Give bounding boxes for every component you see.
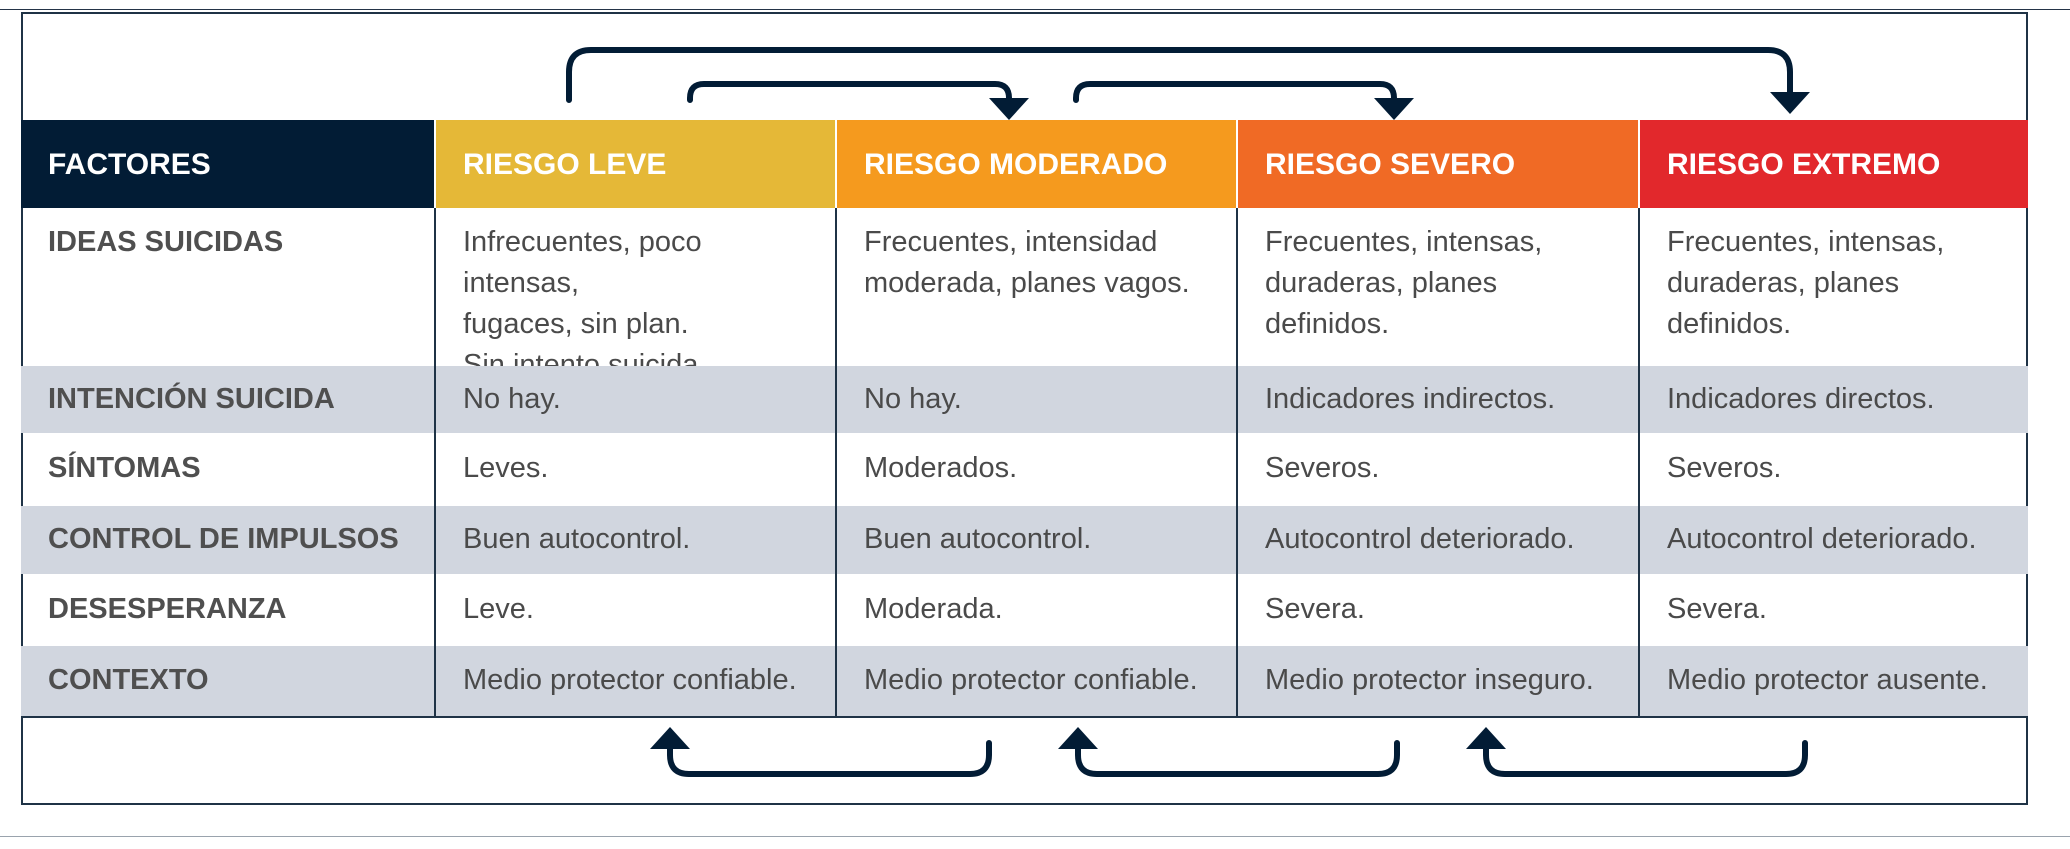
table-cell: Buen autocontrol. — [835, 506, 1236, 574]
table-cell: Severos. — [1638, 433, 2028, 506]
table-cell: Medio protector confiable. — [835, 646, 1236, 716]
row-label: CONTEXTO — [48, 664, 209, 696]
arrow-leve-to-extremo — [566, 47, 1793, 103]
table-cell: Autocontrol deteriorado. — [1236, 506, 1638, 574]
arrowhead-up-icon — [1058, 727, 1098, 749]
table-cell: Severa. — [1236, 574, 1638, 646]
table-row-intencion-suicida: INTENCIÓN SUICIDA No hay. No hay. Indica… — [21, 366, 2028, 433]
arrow-moderado-to-severo — [1073, 81, 1397, 103]
row-label: CONTROL DE IMPULSOS — [48, 523, 399, 555]
arrow-leve-to-moderado — [687, 81, 1012, 103]
arrow-extremo-to-severo — [1483, 740, 1808, 777]
cell-text: Indicadores indirectos. — [1265, 383, 1556, 415]
table-row-contexto: CONTEXTO Medio protector confiable. Medi… — [21, 646, 2028, 716]
cell-text: Severos. — [1667, 452, 1782, 484]
table-cell: Severos. — [1236, 433, 1638, 506]
header-label: RIESGO EXTREMO — [1667, 148, 1941, 181]
header-label: FACTORES — [48, 148, 211, 181]
cell-text: Autocontrol deteriorado. — [1265, 523, 1575, 555]
row-label-cell: SÍNTOMAS — [21, 433, 434, 506]
table-cell: Frecuentes, intensas, duraderas, planes … — [1236, 208, 1638, 366]
header-riesgo-extremo: RIESGO EXTREMO — [1638, 120, 2028, 208]
cell-text: Leves. — [463, 452, 549, 484]
cell-text: Buen autocontrol. — [463, 523, 691, 555]
cell-text: Leve. — [463, 593, 534, 625]
top-rule — [0, 9, 2070, 10]
arrow-severo-to-moderado — [1075, 740, 1400, 777]
table-cell: Medio protector confiable. — [434, 646, 835, 716]
header-label: RIESGO MODERADO — [864, 148, 1168, 181]
arrowhead-down-icon — [1374, 98, 1414, 120]
bottom-rule — [0, 836, 2070, 837]
table-row-desesperanza: DESESPERANZA Leve. Moderada. Severa. Sev… — [21, 574, 2028, 646]
cell-text: Severos. — [1265, 452, 1380, 484]
row-label: IDEAS SUICIDAS — [48, 226, 284, 258]
table-row-sintomas: SÍNTOMAS Leves. Moderados. Severos. Seve… — [21, 433, 2028, 506]
table-cell: No hay. — [434, 366, 835, 433]
cell-text: Buen autocontrol. — [864, 523, 1092, 555]
arrowhead-up-icon — [1466, 727, 1506, 749]
cell-text: Autocontrol deteriorado. — [1667, 523, 1977, 555]
table-cell: Autocontrol deteriorado. — [1638, 506, 2028, 574]
cell-text: Severa. — [1265, 593, 1365, 625]
cell-text: Medio protector ausente. — [1667, 664, 1988, 696]
cell-text: Medio protector confiable. — [463, 664, 797, 696]
cell-text: No hay. — [864, 383, 962, 415]
table-cell: Moderada. — [835, 574, 1236, 646]
cell-text: Frecuentes, intensidad moderada, planes … — [864, 226, 1190, 299]
row-label-cell: IDEAS SUICIDAS — [21, 208, 434, 366]
row-label-cell: DESESPERANZA — [21, 574, 434, 646]
header-riesgo-leve: RIESGO LEVE — [434, 120, 835, 208]
table-cell: Leves. — [434, 433, 835, 506]
cell-text: Medio protector inseguro. — [1265, 664, 1594, 696]
header-label: RIESGO LEVE — [463, 148, 667, 181]
header-riesgo-moderado: RIESGO MODERADO — [835, 120, 1236, 208]
cell-text: Severa. — [1667, 593, 1767, 625]
header-riesgo-severo: RIESGO SEVERO — [1236, 120, 1638, 208]
row-label: SÍNTOMAS — [48, 452, 201, 484]
row-label: DESESPERANZA — [48, 593, 287, 625]
cell-text: Frecuentes, intensas, duraderas, planes … — [1667, 226, 1945, 340]
row-label-cell: INTENCIÓN SUICIDA — [21, 366, 434, 433]
table-bottom-border — [21, 716, 2028, 718]
table-cell: Leve. — [434, 574, 835, 646]
arrowhead-down-icon — [1770, 92, 1810, 114]
arrowhead-up-icon — [650, 727, 690, 749]
table-cell: No hay. — [835, 366, 1236, 433]
table-cell: Moderados. — [835, 433, 1236, 506]
table-cell: Frecuentes, intensas, duraderas, planes … — [1638, 208, 2028, 366]
table-row-control-de-impulsos: CONTROL DE IMPULSOS Buen autocontrol. Bu… — [21, 506, 2028, 574]
table-cell: Indicadores indirectos. — [1236, 366, 1638, 433]
cell-text: Medio protector confiable. — [864, 664, 1198, 696]
cell-text: No hay. — [463, 383, 561, 415]
table-cell: Medio protector inseguro. — [1236, 646, 1638, 716]
table-cell: Frecuentes, intensidad moderada, planes … — [835, 208, 1236, 366]
header-label: RIESGO SEVERO — [1265, 148, 1516, 181]
row-label-cell: CONTEXTO — [21, 646, 434, 716]
table-cell: Medio protector ausente. — [1638, 646, 2028, 716]
table-cell: Severa. — [1638, 574, 2028, 646]
cell-text: Frecuentes, intensas, duraderas, planes … — [1265, 226, 1543, 340]
row-label: INTENCIÓN SUICIDA — [48, 383, 335, 415]
arrowhead-down-icon — [989, 98, 1029, 120]
table-cell: Indicadores directos. — [1638, 366, 2028, 433]
cell-text: Indicadores directos. — [1667, 383, 1935, 415]
risk-table: FACTORES RIESGO LEVE RIESGO MODERADO RIE… — [21, 120, 2028, 718]
cell-text: Moderada. — [864, 593, 1003, 625]
header-factores: FACTORES — [21, 120, 434, 208]
cell-text: Moderados. — [864, 452, 1018, 484]
row-label-cell: CONTROL DE IMPULSOS — [21, 506, 434, 574]
table-cell: Buen autocontrol. — [434, 506, 835, 574]
header-row: FACTORES RIESGO LEVE RIESGO MODERADO RIE… — [21, 120, 2028, 208]
arrow-moderado-to-leve — [667, 740, 992, 777]
